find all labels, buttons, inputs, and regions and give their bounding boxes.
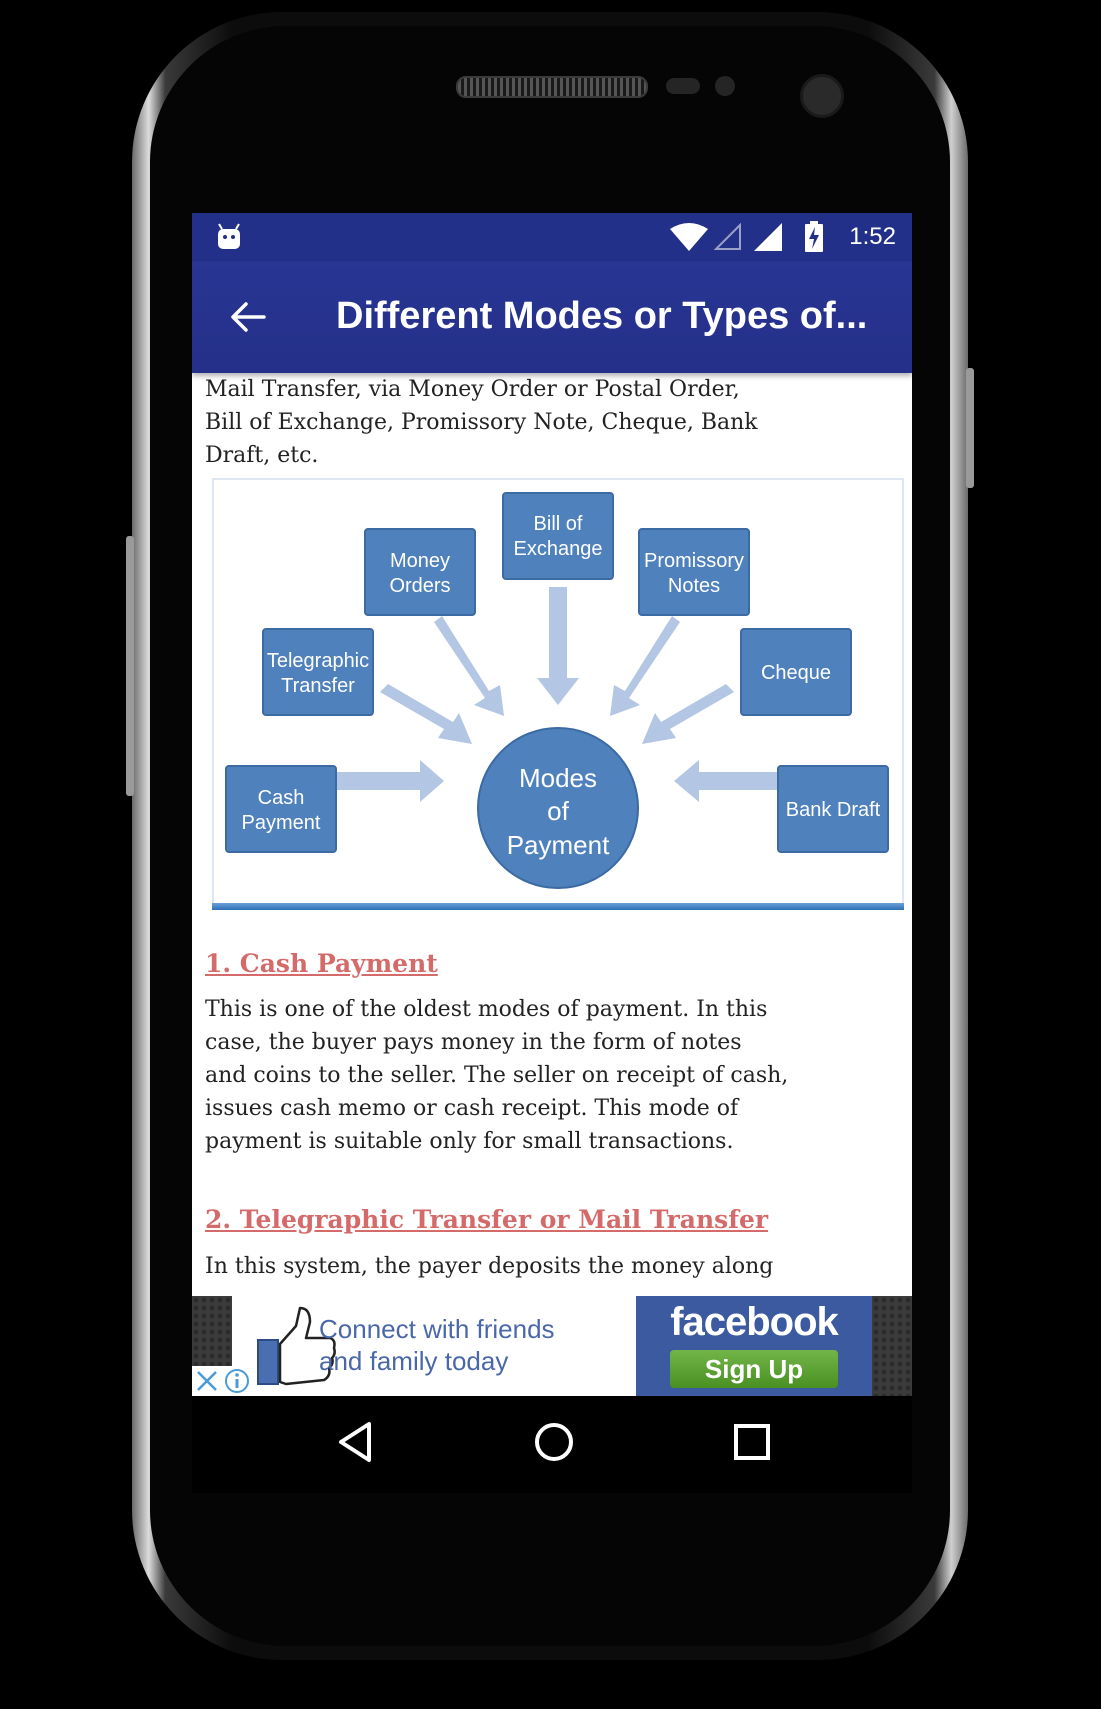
paragraph-line: issues cash memo or cash receipt. This m… [205,1096,739,1121]
label-cash-payment: Cash [258,787,305,809]
nav-recents-icon[interactable] [732,1420,772,1464]
ad-text-line-2: and family today [319,1346,509,1376]
arrow-cash-payment [336,760,444,802]
label-center: of [547,796,569,826]
intro-line: Bill of Exchange, Promissory Note, Chequ… [205,410,758,435]
page-title: Different Modes or Types of... [336,295,868,337]
arrow-telegraphic-transfer [380,684,472,744]
arrow-cheque [642,684,734,744]
node-cash-payment-box [225,765,337,853]
paragraph-line: This is one of the oldest modes of payme… [205,997,768,1022]
intro-paragraph: Mail Transfer, via Money Order or Postal… [205,373,805,472]
intro-line: Draft, etc. [205,443,319,468]
arrow-bill-of-exchange [537,587,579,705]
thumbs-up-icon [257,1306,336,1386]
power-button [966,368,974,488]
node-telegraphic-transfer-box [262,628,374,716]
status-time: 1:52 [849,223,896,250]
paragraph-line: case, the buyer pays money in the form o… [205,1030,742,1055]
arrow-bank-draft [674,760,779,802]
cell-signal-empty-icon [714,223,741,250]
ad-text-line-1: Connect with friends [319,1314,555,1344]
label-cheque: Cheque [761,662,831,684]
article-content[interactable]: Mail Transfer, via Money Order or Postal… [192,373,912,1493]
node-bill-of-exchange-box [502,492,614,580]
app-bar: Different Modes or Types of... [192,261,912,373]
label-cash-payment: Payment [242,812,321,834]
diagram-boxes [225,492,889,889]
nav-back-icon[interactable] [335,1420,375,1464]
ad-info-button[interactable] [222,1366,252,1396]
facebook-panel[interactable]: facebook Sign Up [636,1296,872,1396]
node-cheque-box [740,628,852,716]
paragraph-line: payment is suitable only for small trans… [205,1129,734,1154]
modes-of-payment-diagram: Money Orders Bill of Exchange Promissory… [212,478,904,910]
nav-home-icon[interactable] [532,1420,576,1464]
light-sensor [715,76,735,96]
status-bar: 1:52 [192,213,912,261]
close-icon [197,1371,217,1391]
arrow-money-orders [434,616,504,716]
paragraph-line: In this system, the payer deposits the m… [205,1254,774,1279]
navigation-bar [192,1396,912,1493]
section-paragraph-cash-payment: This is one of the oldest modes of payme… [205,993,805,1158]
section-paragraph-telegraphic-transfer: In this system, the payer deposits the m… [205,1250,805,1283]
back-arrow-icon[interactable] [230,301,266,333]
diagram-graphic: Money Orders Bill of Exchange Promissory… [225,492,889,889]
battery-charging-icon [805,221,823,252]
screen: 1:52 Different Modes or Types of... Mail… [192,213,912,1493]
label-money-orders: Orders [389,575,450,597]
front-camera [800,74,844,118]
label-center: Modes [519,763,597,793]
label-bank-draft: Bank Draft [786,799,881,821]
label-promissory-notes: Promissory [644,550,744,572]
diagram-shadow-bar [212,903,904,910]
info-icon [225,1369,249,1393]
node-promissory-notes-box [638,528,750,616]
proximity-sensor [666,78,700,94]
node-bank-draft-box [777,765,889,853]
wifi-icon [670,223,708,251]
label-telegraphic-transfer: Transfer [281,675,355,697]
diagram-arrows [336,587,779,802]
ad-close-button[interactable] [192,1366,222,1396]
section-heading-telegraphic-transfer[interactable]: 2. Telegraphic Transfer or Mail Transfer [205,1205,769,1234]
ad-banner[interactable]: Connect with friends and family today fa… [192,1296,912,1396]
node-money-orders-box [364,528,476,616]
arrow-promissory-notes [610,616,680,716]
label-telegraphic-transfer: Telegraphic [267,650,369,672]
label-promissory-notes: Notes [668,575,720,597]
volume-button [126,536,134,796]
label-center: Payment [507,830,610,860]
label-bill-of-exchange: Bill of [534,513,583,535]
facebook-logo: facebook [670,1300,839,1344]
earpiece-speaker [456,76,648,98]
sign-up-button[interactable]: Sign Up [670,1350,838,1388]
section-heading-cash-payment[interactable]: 1. Cash Payment [205,949,438,978]
cell-signal-full-icon [754,223,782,251]
label-money-orders: Money [390,550,450,572]
label-bill-of-exchange: Exchange [514,538,603,560]
paragraph-line: and coins to the seller. The seller on r… [205,1063,789,1088]
android-debug-icon [218,223,240,249]
intro-line: Mail Transfer, via Money Order or Postal… [205,377,740,402]
center-node-circle [477,727,639,889]
